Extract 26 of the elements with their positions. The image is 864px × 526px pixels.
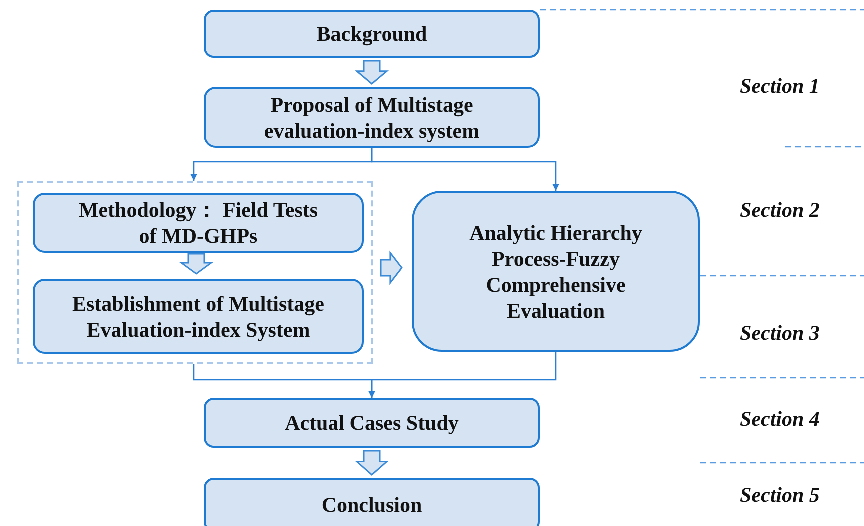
process-box <box>204 398 540 448</box>
box-label: Conclusion <box>320 492 424 518</box>
block-arrow <box>179 253 214 275</box>
block-arrow <box>354 60 390 85</box>
connector-arrow <box>371 148 560 191</box>
block-arrow <box>355 450 389 476</box>
box-label: Actual Cases Study <box>284 410 460 436</box>
group-frame <box>17 181 373 364</box>
box-label: Establishment of Multistage Evaluation-index System <box>72 290 326 342</box>
process-box <box>204 87 540 148</box>
block-arrow <box>380 250 403 286</box>
connector-arrow <box>368 352 557 398</box>
box-label: Background <box>316 21 428 47</box>
process-box <box>33 279 364 354</box>
section-label: Section 2 <box>740 198 820 223</box>
section-label: Section 4 <box>740 407 820 432</box>
box-label: Proposal of Multistage evaluation-index system <box>263 92 481 144</box>
section-label: Section 3 <box>740 321 820 346</box>
section-label: Section 1 <box>740 74 820 99</box>
process-box <box>412 191 700 352</box>
section-label: Section 5 <box>740 483 820 508</box>
box-label: Analytic Hierarchy Process-Fuzzy Comprehensive Evaluation <box>468 220 644 324</box>
process-box <box>33 193 364 253</box>
process-box <box>204 478 540 526</box>
process-box <box>204 10 540 58</box>
box-label: Methodology： Field Tests of MD-GHPs <box>78 197 320 249</box>
